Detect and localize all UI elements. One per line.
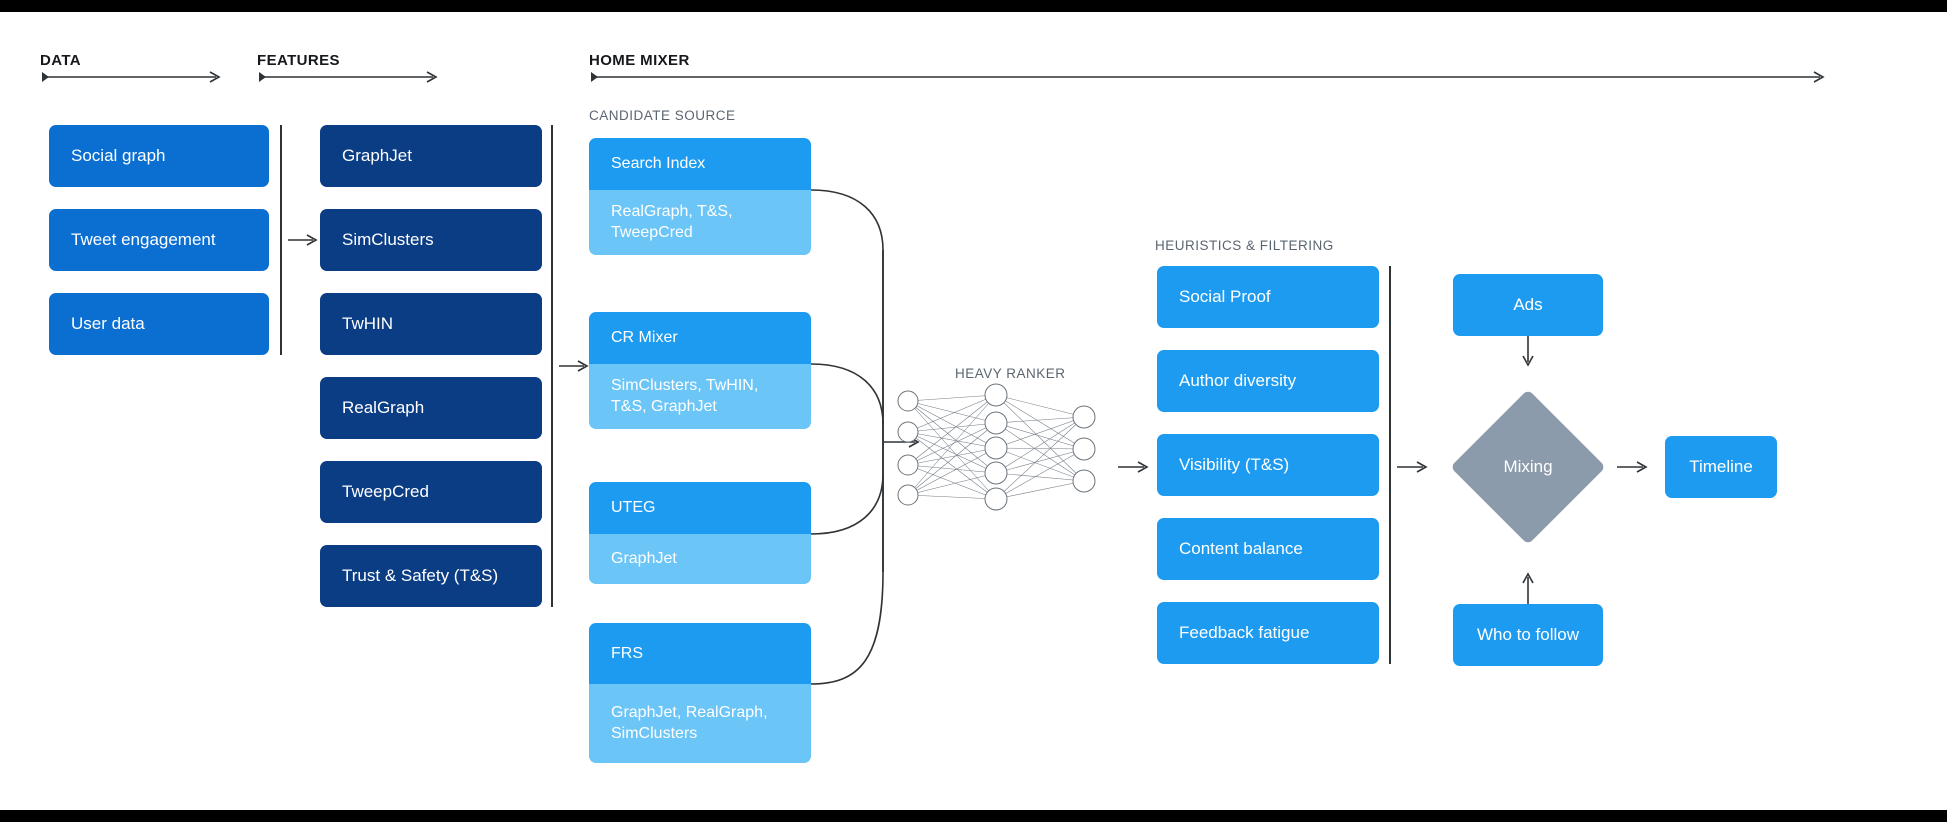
feature-box-tweepcred[interactable]: TweepCred	[320, 461, 542, 523]
candidate-source-features: SimClusters, TwHIN, T&S, GraphJet	[589, 364, 811, 429]
heuristic-box-label: Feedback fatigue	[1179, 623, 1310, 643]
heuristic-box-content-balance[interactable]: Content balance	[1157, 518, 1379, 580]
mixing-input-box-ads[interactable]: Ads	[1453, 274, 1603, 336]
feature-box-twhin[interactable]: TwHIN	[320, 293, 542, 355]
arrow-ranker-to-heuristics	[1118, 460, 1152, 474]
feature-box-label: TwHIN	[342, 314, 393, 334]
heuristic-box-label: Social Proof	[1179, 287, 1271, 307]
arrow-who-to-follow-to-mixing	[1521, 572, 1535, 604]
candidate-source-title: FRS	[589, 623, 811, 684]
feature-box-simclusters[interactable]: SimClusters	[320, 209, 542, 271]
timeline-label: Timeline	[1689, 457, 1753, 477]
divider-heuristics-mixing	[1389, 266, 1391, 664]
arrow-features-to-candidate-source	[559, 359, 591, 373]
features-section-arrow	[257, 70, 442, 84]
candidate-source-card-uteg[interactable]: UTEG GraphJet	[589, 482, 811, 584]
heuristic-box-social-proof[interactable]: Social Proof	[1157, 266, 1379, 328]
section-header-features: FEATURES	[257, 52, 340, 69]
heuristic-box-author-diversity[interactable]: Author diversity	[1157, 350, 1379, 412]
candidate-source-features: RealGraph, T&S, TweepCred	[589, 190, 811, 255]
data-section-arrow	[40, 70, 225, 84]
data-box-label: User data	[71, 314, 145, 334]
who-to-follow-label: Who to follow	[1476, 625, 1580, 645]
bottom-letterbox-bar	[0, 810, 1947, 822]
heuristic-box-feedback-fatigue[interactable]: Feedback fatigue	[1157, 602, 1379, 664]
section-header-home-mixer: HOME MIXER	[589, 52, 690, 69]
heuristic-box-label: Author diversity	[1179, 371, 1297, 391]
heuristic-box-label: Visibility (T&S)	[1179, 455, 1290, 475]
candidate-source-merge-connectors	[810, 132, 941, 692]
output-box-timeline[interactable]: Timeline	[1665, 436, 1777, 498]
section-header-data: DATA	[40, 52, 82, 69]
data-box-user-data[interactable]: User data	[49, 293, 269, 355]
diagram-canvas: DATA FEATURES HOME MIXER CANDIDATE SOURC…	[0, 12, 1947, 810]
divider-data-features	[280, 125, 282, 355]
heavy-ranker-neural-network	[888, 383, 1108, 511]
sublabel-heavy-ranker: HEAVY RANKER	[955, 366, 1066, 381]
sublabel-candidate-source: CANDIDATE SOURCE	[589, 108, 736, 123]
data-box-social-graph[interactable]: Social graph	[49, 125, 269, 187]
heuristic-box-label: Content balance	[1179, 539, 1303, 559]
data-box-label: Social graph	[71, 146, 166, 166]
arrow-ads-to-mixing	[1521, 336, 1535, 368]
arrow-heuristics-to-mixing	[1397, 460, 1431, 474]
candidate-source-card-cr-mixer[interactable]: CR Mixer SimClusters, TwHIN, T&S, GraphJ…	[589, 312, 811, 429]
feature-box-graphjet[interactable]: GraphJet	[320, 125, 542, 187]
feature-box-label: Trust & Safety (T&S)	[342, 566, 499, 586]
feature-box-label: TweepCred	[342, 482, 429, 502]
sublabel-heuristics-filtering: HEURISTICS & FILTERING	[1155, 238, 1334, 253]
candidate-source-card-frs[interactable]: FRS GraphJet, RealGraph, SimClusters	[589, 623, 811, 763]
candidate-source-title: Search Index	[589, 138, 811, 190]
mixing-input-box-who-to-follow[interactable]: Who to follow	[1453, 604, 1603, 666]
feature-box-label: GraphJet	[342, 146, 412, 166]
heuristic-box-visibility[interactable]: Visibility (T&S)	[1157, 434, 1379, 496]
data-box-tweet-engagement[interactable]: Tweet engagement	[49, 209, 269, 271]
feature-box-realgraph[interactable]: RealGraph	[320, 377, 542, 439]
ads-label: Ads	[1513, 295, 1543, 315]
feature-box-trust-and-safety[interactable]: Trust & Safety (T&S)	[320, 545, 542, 607]
candidate-source-features: GraphJet, RealGraph, SimClusters	[589, 684, 811, 763]
arrow-data-to-features	[288, 233, 320, 247]
candidate-source-card-search-index[interactable]: Search Index RealGraph, T&S, TweepCred	[589, 138, 811, 255]
top-letterbox-bar	[0, 0, 1947, 12]
mixing-diamond[interactable]	[1450, 389, 1606, 545]
divider-features-homemixer	[551, 125, 553, 607]
candidate-source-features: GraphJet	[589, 534, 811, 584]
arrow-mixing-to-timeline	[1617, 460, 1651, 474]
feature-box-label: SimClusters	[342, 230, 434, 250]
candidate-source-title: UTEG	[589, 482, 811, 534]
home-mixer-section-arrow	[589, 70, 1829, 84]
feature-box-label: RealGraph	[342, 398, 425, 418]
data-box-label: Tweet engagement	[71, 230, 216, 250]
candidate-source-title: CR Mixer	[589, 312, 811, 364]
